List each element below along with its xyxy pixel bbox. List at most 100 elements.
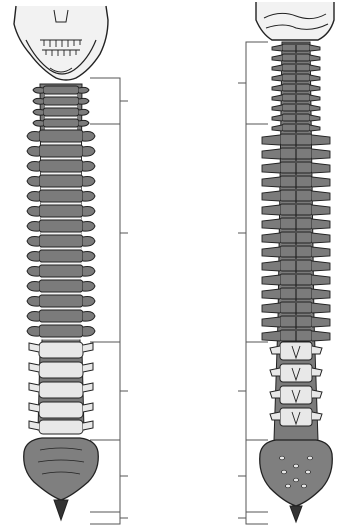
transverse-process — [262, 303, 280, 313]
transverse-process — [27, 237, 39, 247]
transverse-process — [272, 75, 282, 81]
posterior-skull — [256, 2, 334, 40]
transverse-process — [272, 115, 282, 121]
lumbar-vertebra — [39, 362, 83, 378]
lumbar-process — [270, 390, 280, 398]
vertebra — [39, 160, 83, 172]
lumbar-process — [312, 412, 322, 420]
lumbar-process — [29, 421, 39, 430]
transverse-process — [262, 149, 280, 159]
sacral-foramen — [294, 478, 299, 482]
transverse-process — [272, 65, 282, 71]
transverse-process — [312, 275, 330, 285]
vertebra — [39, 235, 83, 247]
transverse-process — [83, 207, 95, 217]
transverse-process — [312, 135, 330, 145]
transverse-process — [83, 147, 95, 157]
lumbar-process — [312, 368, 322, 376]
sacral-foramen — [286, 484, 291, 488]
vertebra — [39, 205, 83, 217]
lumbar-process — [83, 363, 93, 372]
transverse-process — [33, 98, 43, 104]
transverse-process — [27, 162, 39, 172]
transverse-process — [272, 95, 282, 101]
transverse-process — [27, 327, 39, 337]
posterior-region-bracket — [246, 512, 268, 524]
posterior-region-bracket — [246, 42, 268, 124]
sacrum — [260, 440, 333, 506]
vertebra — [39, 265, 83, 277]
anterior-region-bracket — [90, 78, 120, 124]
transverse-process — [262, 191, 280, 201]
transverse-process — [27, 132, 39, 142]
transverse-process — [83, 237, 95, 247]
vertebra — [43, 108, 79, 116]
transverse-process — [312, 219, 330, 229]
lumbar-process — [312, 346, 322, 354]
transverse-process — [27, 282, 39, 292]
transverse-process — [27, 297, 39, 307]
transverse-process — [262, 331, 280, 341]
transverse-process — [83, 252, 95, 262]
transverse-process — [262, 205, 280, 215]
transverse-process — [312, 331, 330, 341]
transverse-process — [27, 177, 39, 187]
lumbar-process — [29, 383, 39, 392]
transverse-process — [262, 219, 280, 229]
transverse-process — [312, 247, 330, 257]
transverse-process — [79, 87, 89, 93]
transverse-process — [83, 297, 95, 307]
transverse-process — [272, 85, 282, 91]
vertebra — [39, 295, 83, 307]
transverse-process — [262, 247, 280, 257]
vertebra — [39, 280, 83, 292]
sacral-foramen — [306, 470, 311, 474]
transverse-process — [262, 177, 280, 187]
transverse-process — [83, 192, 95, 202]
coccyx — [54, 500, 68, 520]
transverse-process — [33, 120, 43, 126]
anterior-region-bracket — [90, 512, 120, 524]
transverse-process — [262, 261, 280, 271]
transverse-process — [312, 191, 330, 201]
vertebra — [39, 220, 83, 232]
posterior-spine-view — [256, 2, 334, 522]
transverse-process — [310, 125, 320, 131]
vertebra — [39, 250, 83, 262]
transverse-process — [262, 163, 280, 173]
transverse-process — [312, 177, 330, 187]
transverse-process — [312, 317, 330, 327]
transverse-process — [262, 233, 280, 243]
transverse-process — [310, 75, 320, 81]
transverse-process — [79, 109, 89, 115]
lumbar-process — [270, 346, 280, 354]
transverse-process — [310, 45, 320, 51]
lumbar-vertebra — [39, 402, 83, 418]
transverse-process — [27, 147, 39, 157]
vertebra — [39, 325, 83, 337]
lumbar-process — [83, 403, 93, 412]
transverse-process — [27, 252, 39, 262]
vertebra — [39, 175, 83, 187]
lumbar-process — [29, 403, 39, 412]
anterior-region-bracket — [90, 124, 120, 342]
sacrum — [24, 438, 99, 500]
transverse-process — [83, 222, 95, 232]
lumbar-process — [29, 343, 39, 352]
transverse-process — [312, 289, 330, 299]
lumbar-process — [83, 343, 93, 352]
transverse-process — [83, 282, 95, 292]
sacral-foramen — [280, 456, 285, 460]
transverse-process — [310, 95, 320, 101]
transverse-process — [272, 125, 282, 131]
transverse-process — [312, 261, 330, 271]
transverse-process — [83, 177, 95, 187]
lumbar-vertebra — [39, 420, 83, 434]
vertebra — [43, 86, 79, 94]
transverse-process — [310, 65, 320, 71]
vertebra — [39, 130, 83, 142]
transverse-process — [310, 55, 320, 61]
transverse-process — [83, 312, 95, 322]
lumbar-process — [83, 421, 93, 430]
